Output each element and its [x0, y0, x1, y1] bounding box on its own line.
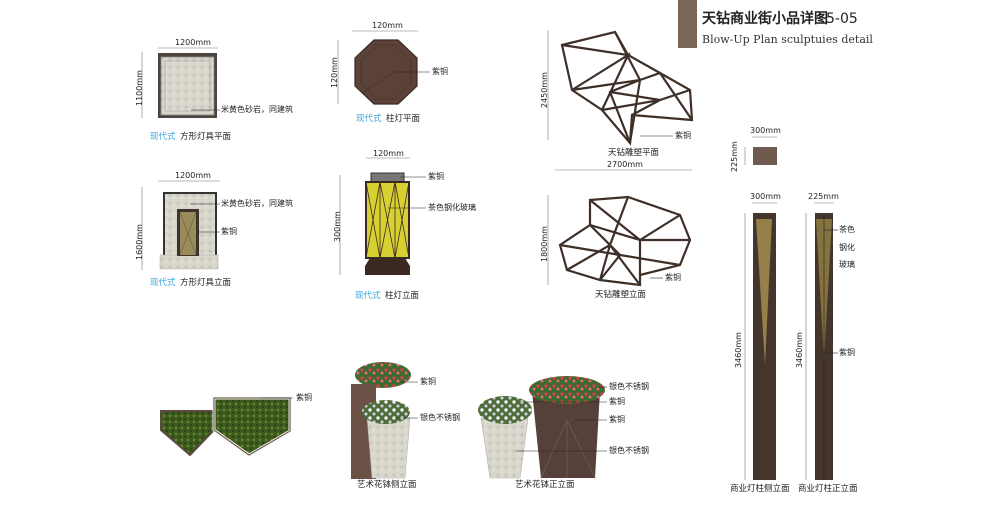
dim-height: 2450mm	[540, 72, 549, 108]
title-accent-bar	[678, 0, 697, 48]
caption: 方形灯具立面	[180, 278, 232, 288]
dim-width: 1200mm	[175, 171, 211, 180]
glass-label-1: 茶色	[839, 225, 855, 234]
dim-height: 1100mm	[135, 70, 144, 106]
metal-label: 紫铜	[221, 227, 237, 236]
material-label: 米黄色砂岩，同建筑	[221, 199, 293, 208]
dim-height: 3460mm	[734, 332, 743, 368]
square-lamp-elevation-drawing	[159, 192, 219, 270]
caption: 商业灯柱侧立面	[730, 484, 790, 494]
page-title: 天钻商业街小品详图	[702, 11, 828, 27]
material-label: 紫铜	[675, 131, 691, 140]
dim-width: 300mm	[750, 192, 781, 201]
metal-label: 紫铜	[428, 172, 444, 181]
dim-height: 120mm	[330, 57, 339, 88]
caption-style: 现代式	[355, 291, 381, 301]
planter-side-drawing	[351, 362, 411, 479]
dimension-lines	[141, 30, 834, 480]
caption: 天钻雕塑立面	[595, 290, 647, 300]
dim-height: 300mm	[333, 211, 342, 242]
metal-label-2: 紫铜	[609, 415, 625, 424]
material-label: 紫铜	[432, 67, 448, 76]
sheet-number: 5-05	[826, 11, 858, 27]
dim-width: 2700mm	[607, 160, 643, 169]
column-lamp-plan-drawing	[354, 39, 418, 105]
column-lamp-elevation-drawing	[365, 172, 410, 275]
steel-label-top: 银色不锈钢	[609, 382, 649, 391]
dim-height: 225mm	[730, 141, 739, 172]
glass-label-3: 玻璃	[839, 260, 855, 269]
metal-label: 紫铜	[420, 377, 436, 386]
glass-label-2: 钢化	[839, 243, 855, 252]
caption-style: 现代式	[356, 114, 382, 124]
sculpture-elevation-drawing	[558, 195, 692, 287]
caption: 柱灯立面	[385, 291, 420, 301]
light-post-section-drawing	[753, 147, 777, 165]
dim-height: 1800mm	[540, 226, 549, 262]
square-lamp-plan-drawing	[158, 53, 217, 118]
dim-width: 300mm	[750, 126, 781, 135]
material-label: 紫铜	[296, 393, 312, 402]
caption: 方形灯具平面	[180, 132, 232, 142]
metal-label-1: 紫铜	[609, 397, 625, 406]
caption: 艺术花钵正立面	[515, 480, 575, 490]
leader-lines	[190, 71, 838, 452]
dim-width: 1200mm	[175, 38, 211, 47]
caption: 柱灯平面	[386, 114, 421, 124]
caption-style: 现代式	[150, 132, 176, 142]
caption: 天钻雕塑平面	[608, 148, 660, 158]
caption: 商业灯柱正立面	[798, 484, 858, 494]
steel-label-bottom: 银色不锈钢	[609, 446, 649, 455]
caption: 艺术花钵侧立面	[357, 480, 417, 490]
metal-label: 紫铜	[839, 348, 855, 357]
light-post-front-drawing	[815, 213, 833, 480]
material-label: 紫铜	[665, 273, 681, 282]
dim-width: 120mm	[373, 149, 404, 158]
page-subtitle: Blow-Up Plan sculptuies detail	[702, 33, 873, 46]
sculpture-plan-drawing	[560, 30, 694, 146]
dim-width: 120mm	[372, 21, 403, 30]
planter-plan-drawing	[160, 396, 292, 457]
planter-front-drawing	[478, 376, 605, 479]
dim-width: 225mm	[808, 192, 839, 201]
material-label: 米黄色砂岩，同建筑	[221, 105, 293, 114]
dim-height: 3460mm	[795, 332, 804, 368]
light-post-side-drawing	[753, 213, 776, 480]
steel-label: 银色不锈钢	[420, 413, 460, 422]
dim-height: 1600mm	[135, 224, 144, 260]
glass-label: 茶色钢化玻璃	[428, 203, 476, 212]
caption-style: 现代式	[150, 278, 176, 288]
